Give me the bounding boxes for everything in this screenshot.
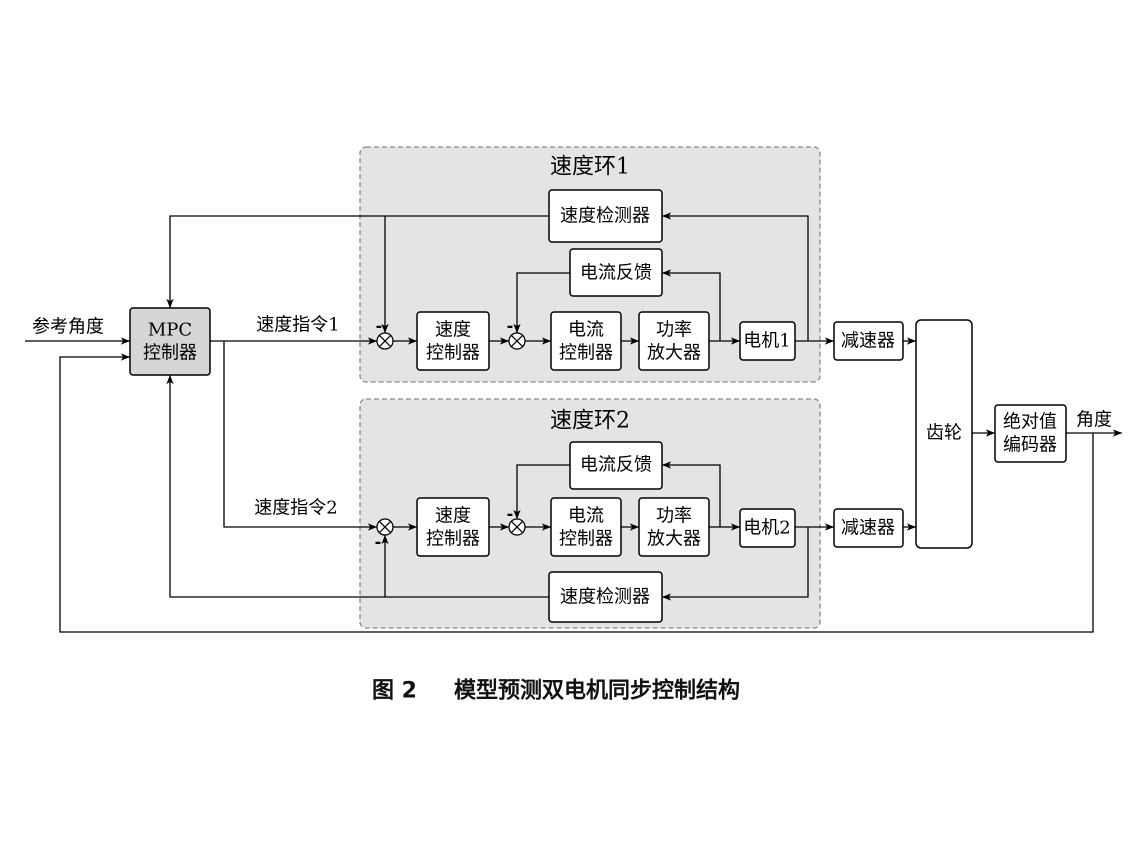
reducer-1-label: 减速器	[841, 331, 895, 352]
motor-2-block	[739, 508, 796, 548]
output-angle-label: 角度	[1076, 410, 1112, 431]
absolute-encoder-label-bottom: 编码器	[1003, 435, 1057, 456]
speed-detector-2-block	[548, 571, 663, 623]
power-amp-2-label-bottom: 放大器	[647, 529, 701, 550]
power-amp-1-block	[638, 311, 710, 371]
speed-controller-2-block	[416, 497, 490, 557]
speed-detector-1-block	[548, 189, 663, 243]
speed-feedback-2-line	[662, 527, 809, 601]
gear-block	[915, 319, 973, 549]
current-feedback-1-out-line	[513, 272, 570, 333]
power-amp-2-label-top: 功率	[656, 506, 692, 527]
speed-detector-1-label: 速度检测器	[560, 206, 650, 227]
angle-feedback-line	[59, 353, 1094, 633]
summing-junction-4	[508, 518, 526, 536]
current-feedback-2-block	[569, 441, 663, 490]
figure-number: 图 2	[372, 679, 417, 704]
speed-loop-2-title: 速度环2	[550, 409, 630, 434]
speed-command-2-label: 速度指令2	[254, 498, 337, 519]
speed-feedback-1-line	[662, 212, 809, 341]
speed-controller-2-label-bottom: 控制器	[426, 529, 480, 550]
minus-sign-junction-2: -	[507, 317, 514, 336]
speed-loop-1-title: 速度环1	[550, 155, 630, 180]
speed-controller-1-block	[416, 311, 490, 371]
current-feedback-1-block	[569, 248, 663, 297]
current-controller-1-label-bottom: 控制器	[559, 343, 613, 364]
current-controller-2-label-top: 电流	[568, 506, 604, 527]
power-amp-1-label-bottom: 放大器	[647, 343, 701, 364]
reducer-2-label: 减速器	[841, 518, 895, 539]
current-feedback-2-in-line	[662, 461, 721, 527]
speed-controller-1-label-top: 速度	[435, 320, 471, 341]
reference-angle-label: 参考角度	[32, 317, 104, 338]
current-controller-2-block	[550, 497, 622, 557]
mpc-controller-block	[129, 307, 211, 376]
speed-controller-1-label-bottom: 控制器	[426, 343, 480, 364]
absolute-encoder-block	[994, 404, 1067, 463]
summing-junction-3	[376, 518, 394, 536]
reducer-1-block	[833, 321, 904, 361]
summing-junction-1	[376, 332, 394, 350]
motor-1-label: 电机1	[743, 331, 790, 352]
minus-sign-junction-3: -	[375, 533, 382, 552]
speed-command-1-label: 速度指令1	[256, 315, 339, 336]
power-amp-2-block	[638, 497, 710, 557]
current-feedback-2-label: 电流反馈	[580, 455, 652, 476]
motor-2-label: 电机2	[743, 518, 790, 539]
figure-caption: 模型预测双电机同步控制结构	[454, 678, 740, 704]
speed-detector-2-to-mpc-line	[166, 375, 549, 598]
mpc-to-junction-3-line	[223, 341, 377, 531]
mpc-label: MPC	[148, 320, 192, 341]
current-feedback-1-in-line	[662, 269, 721, 341]
absolute-encoder-label-top: 绝对值	[1003, 412, 1057, 433]
current-controller-1-block	[550, 311, 622, 371]
motor-1-block	[739, 321, 796, 361]
speed-detector-1-to-mpc-line	[166, 215, 549, 308]
current-feedback-2-out-line	[513, 464, 570, 519]
summing-junction-2	[508, 332, 526, 350]
current-controller-2-label-bottom: 控制器	[559, 529, 613, 550]
minus-sign-junction-1: -	[376, 317, 383, 336]
mpc-controller-label: 控制器	[143, 343, 197, 364]
speed-detector-2-label: 速度检测器	[560, 587, 650, 608]
speed-controller-2-label-top: 速度	[435, 506, 471, 527]
current-feedback-1-label: 电流反馈	[580, 263, 652, 284]
gear-label: 齿轮	[926, 423, 962, 444]
power-amp-1-label-top: 功率	[656, 320, 692, 341]
current-controller-1-label-top: 电流	[568, 320, 604, 341]
minus-sign-junction-4: -	[507, 505, 514, 524]
reducer-2-block	[833, 508, 904, 548]
